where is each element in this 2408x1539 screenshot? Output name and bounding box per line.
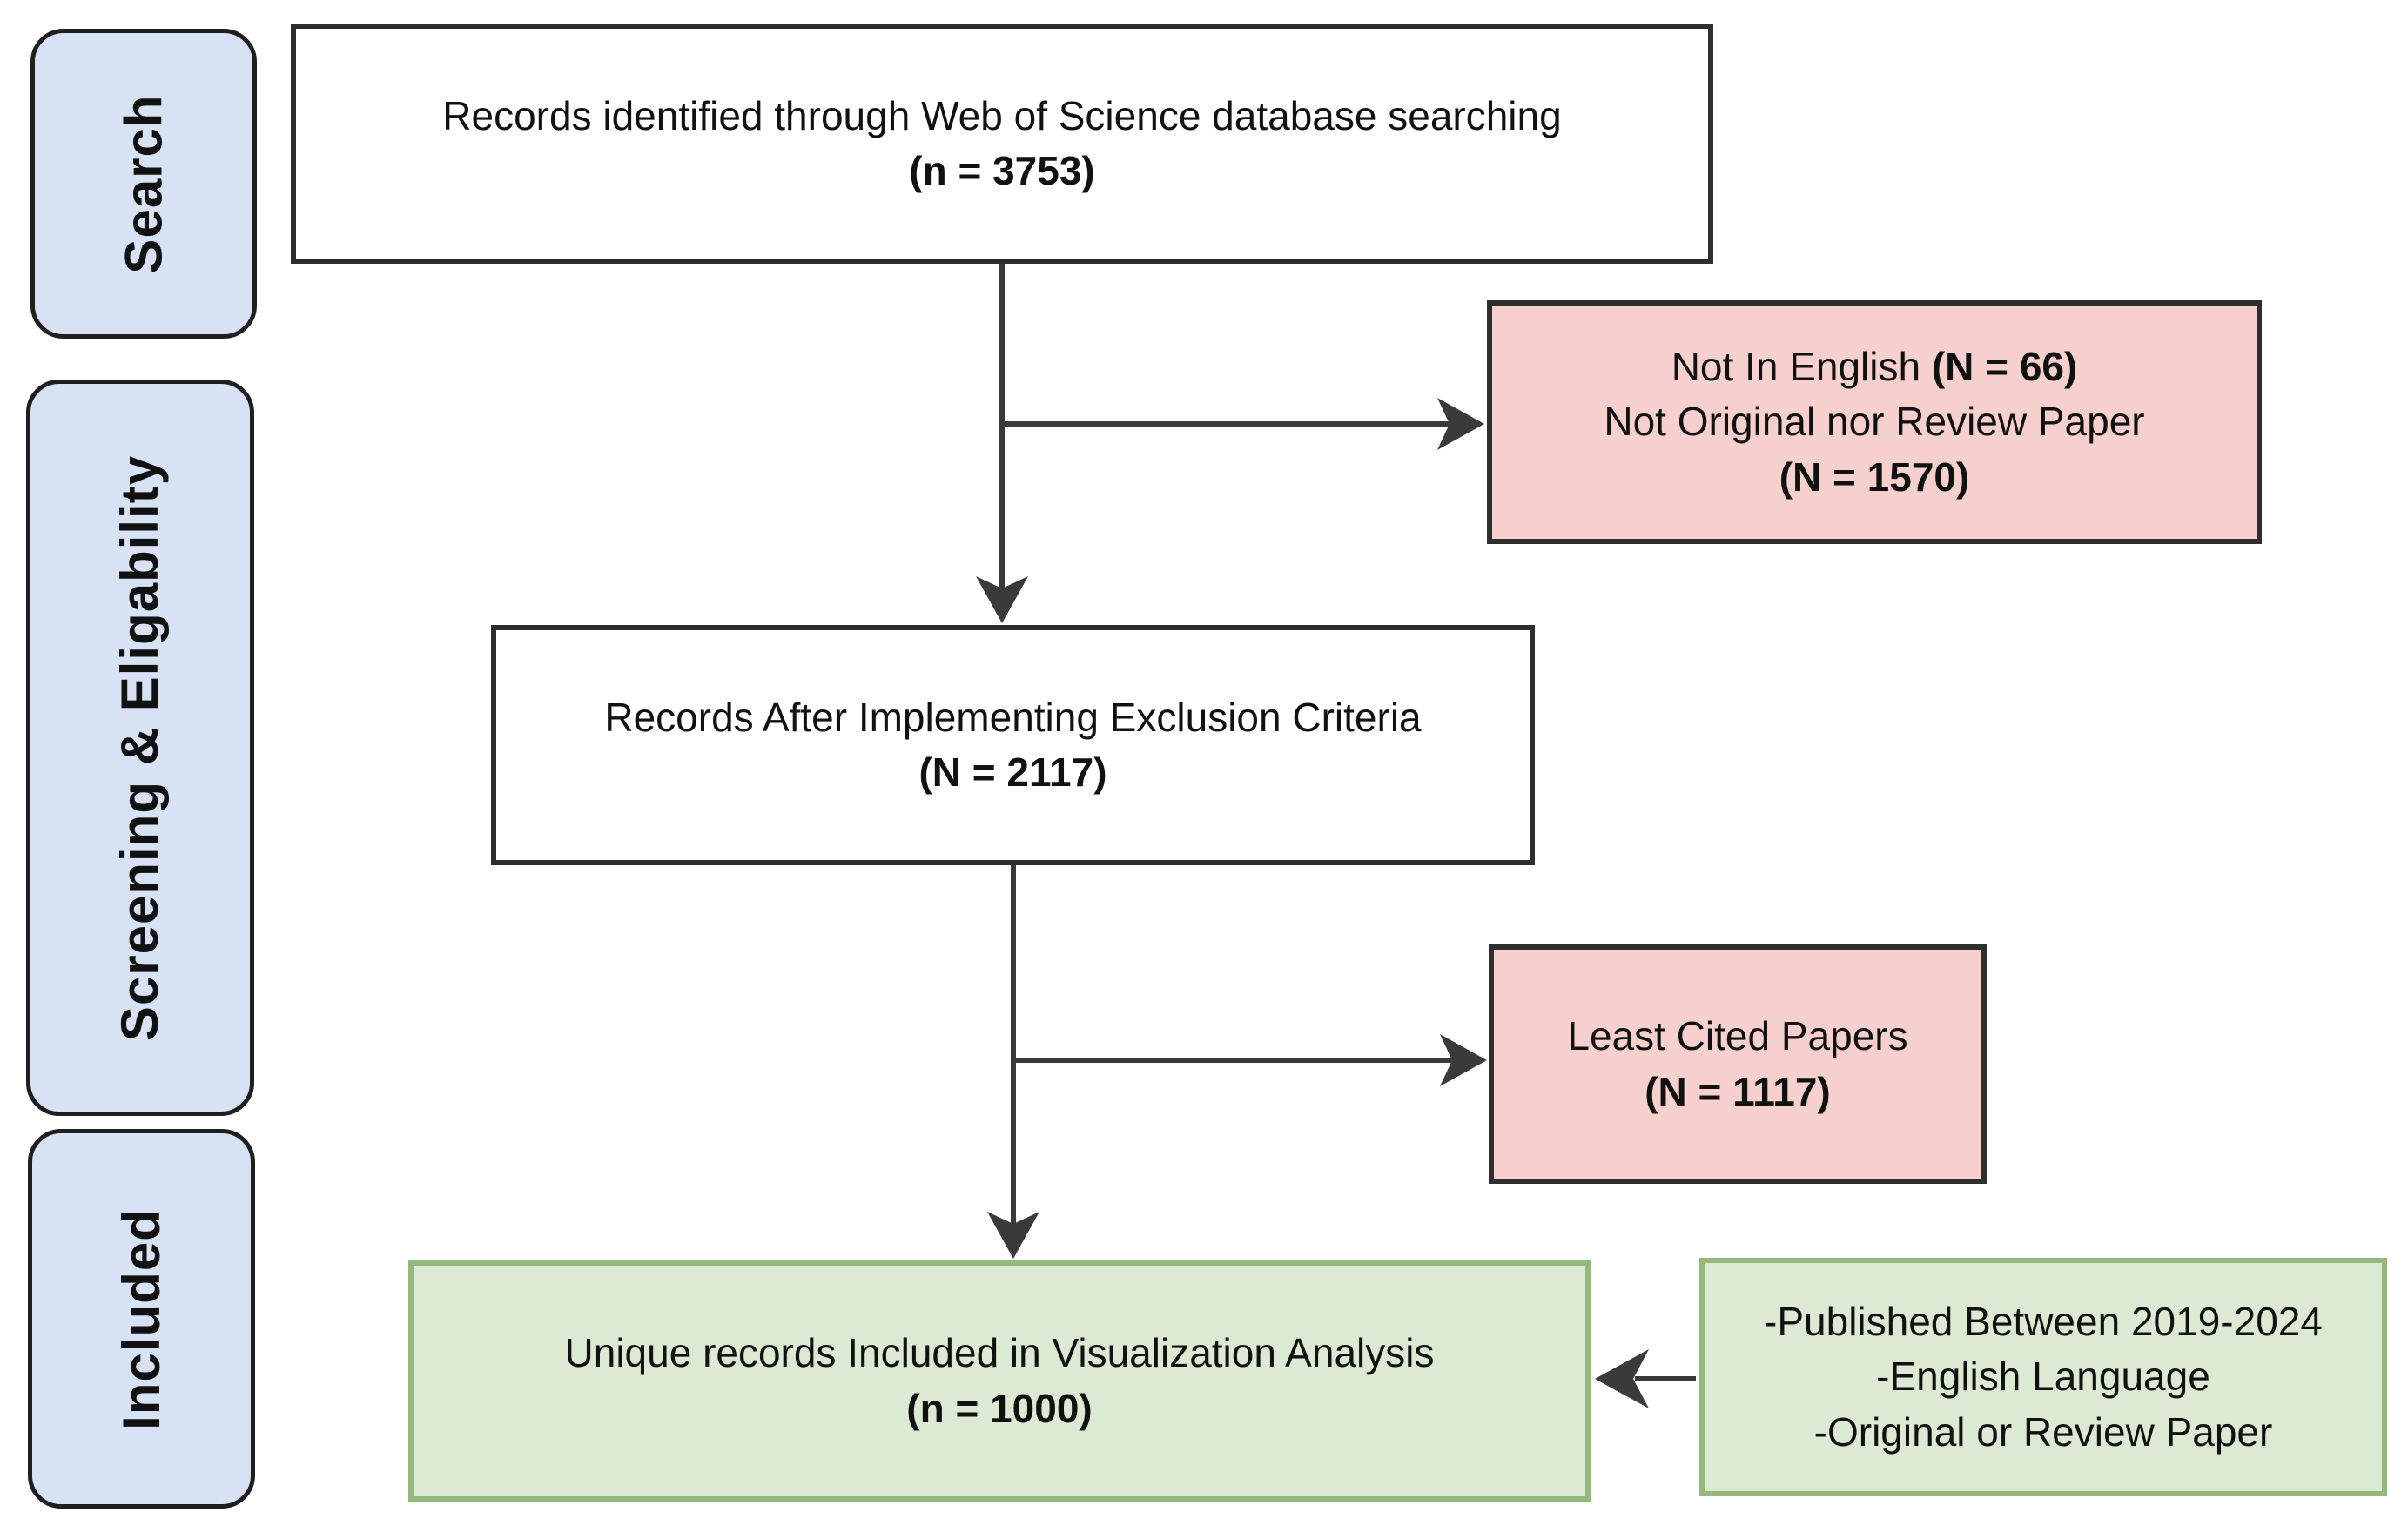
box-included-records: Unique records Included in Visualization… bbox=[408, 1260, 1591, 1502]
stage-screening-eligibility-label: Screening & Eligability bbox=[111, 454, 170, 1041]
box-after-exclusion: Records After Implementing Exclusion Cri… bbox=[491, 625, 1535, 865]
box-excluded-not-english-count: (N = 1570) bbox=[1779, 454, 1970, 500]
box-excluded-not-english-line1-text: Not In English bbox=[1671, 343, 1932, 389]
arrow-branch-to-least-cited-head bbox=[1440, 1034, 1487, 1086]
box-excluded-not-english-line2: Not Original nor Review Paper bbox=[1604, 399, 2145, 445]
box-inclusion-criteria: -Published Between 2019-2024 -English La… bbox=[1699, 1258, 2387, 1496]
stage-included-label: Included bbox=[112, 1207, 171, 1430]
arrow-after-to-included-head bbox=[987, 1212, 1039, 1259]
box-included-records-count: (n = 1000) bbox=[906, 1385, 1093, 1431]
arrow-branch-to-not-english-head bbox=[1437, 398, 1484, 450]
box-excluded-not-english-line1: Not In English (N = 66) bbox=[1671, 339, 2078, 394]
box-excluded-not-english-line1-count: (N = 66) bbox=[1931, 343, 2078, 389]
box-after-exclusion-text: Records After Implementing Exclusion Cri… bbox=[604, 694, 1422, 740]
box-records-identified: Records identified through Web of Scienc… bbox=[291, 24, 1713, 264]
box-least-cited-text: Least Cited Papers bbox=[1567, 1013, 1908, 1059]
box-least-cited: Least Cited Papers (N = 1117) bbox=[1489, 944, 1987, 1184]
box-after-exclusion-count: (N = 2117) bbox=[918, 749, 1107, 795]
stage-search: Search bbox=[30, 29, 257, 339]
box-excluded-not-english: Not In English (N = 66) Not Original nor… bbox=[1487, 300, 2262, 544]
box-inclusion-criteria-line1: -Published Between 2019-2024 bbox=[1764, 1298, 2323, 1344]
box-inclusion-criteria-line3: -Original or Review Paper bbox=[1813, 1408, 2273, 1455]
stage-screening-eligibility: Screening & Eligability bbox=[26, 380, 254, 1116]
arrow-identified-to-after-head bbox=[976, 576, 1028, 623]
box-least-cited-count: (N = 1117) bbox=[1645, 1068, 1831, 1114]
stage-search-label: Search bbox=[114, 93, 173, 274]
box-records-identified-count: (n = 3753) bbox=[909, 148, 1095, 193]
arrow-criteria-to-included-head bbox=[1595, 1349, 1649, 1408]
stage-included: Included bbox=[28, 1129, 255, 1509]
box-inclusion-criteria-line2: -English Language bbox=[1876, 1354, 2210, 1400]
box-included-records-text: Unique records Included in Visualization… bbox=[564, 1330, 1435, 1376]
box-records-identified-text: Records identified through Web of Scienc… bbox=[442, 92, 1562, 138]
